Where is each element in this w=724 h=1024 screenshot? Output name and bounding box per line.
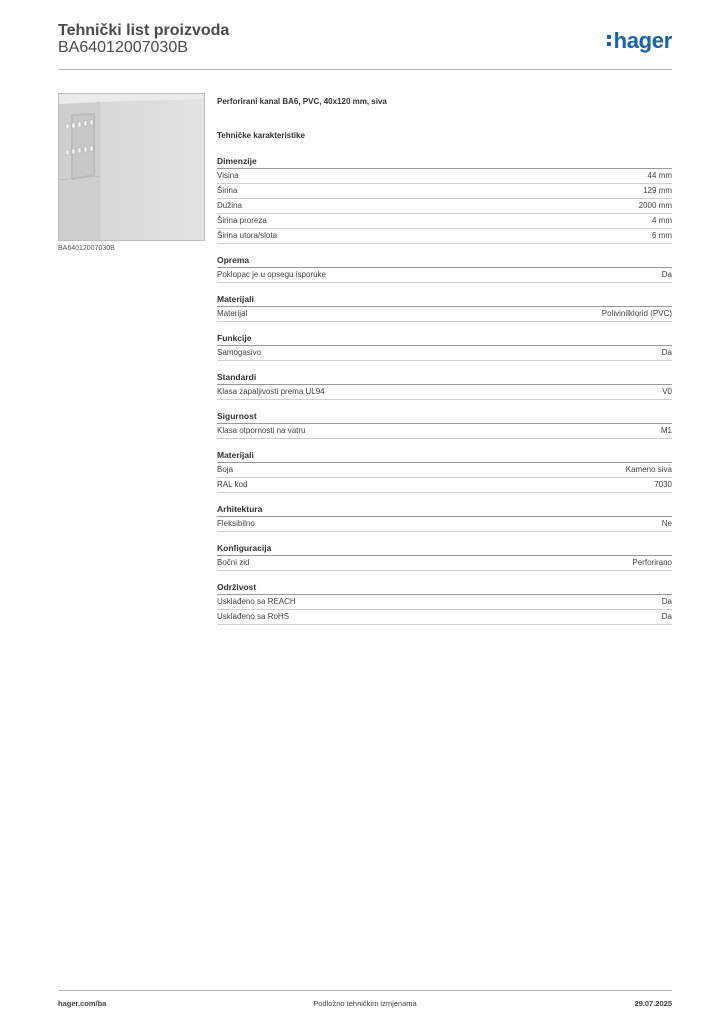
spec-label: Fleksibilno [217,519,255,528]
spec-row: Klasa zapaljivosti prema UL94 V0 [217,385,672,400]
spec-label: Materijal [217,309,248,318]
spec-label: Klasa otpornosti na vatru [217,426,306,435]
cable-duct-illustration [59,94,204,240]
spec-value: Kameno siva [625,465,672,474]
spec-row: RAL kod 7030 [217,478,672,493]
spec-row: Samogasivo Da [217,346,672,361]
section-heading: Dimenzije [217,155,672,169]
spec-label: Širina utora/slota [217,231,278,240]
document-title: Tehnički list proizvoda [58,22,230,39]
section-heading: Funkcije [217,332,672,346]
spec-heading: Tehničke karakteristike [217,131,305,140]
spec-label: Poklopac je u opsegu isporuke [217,270,326,279]
spec-row: Širina proreza 4 mm [217,214,672,229]
spec-row: Klasa otpornosti na vatru M1 [217,424,672,439]
spec-value: 44 mm [647,171,672,180]
spec-label: Širina proreza [217,216,267,225]
spec-value: Perforirano [632,558,672,567]
product-image [58,93,205,241]
spec-value: 129 mm [643,186,672,195]
section-heading: Oprema [217,254,672,268]
spec-label: Boja [217,465,234,474]
section-heading: Konfiguracija [217,542,672,556]
section-heading: Standardi [217,371,672,385]
spec-row: Usklađeno sa REACH Da [217,595,672,610]
section-heading: Materijali [217,449,672,463]
spec-value: 2000 mm [638,201,672,210]
section-heading: Održivost [217,581,672,595]
spec-label: Bočni zid [217,558,250,567]
spec-value: Da [661,612,672,621]
logo-colon-icon [606,34,612,48]
page-header: Tehnički list proizvoda BA64012007030B h… [58,22,672,70]
spec-label: Usklađeno sa RoHS [217,612,290,621]
spec-row: Boja Kameno siva [217,463,672,478]
hager-logo: hager [606,28,673,54]
image-caption: BA64012007030B [58,245,115,252]
footer-notice: Podložno tehničkim izmjenama [313,999,417,1008]
spec-row: Poklopac je u opsegu isporuke Da [217,268,672,283]
spec-value: Ne [661,519,672,528]
spec-label: Klasa zapaljivosti prema UL94 [217,387,325,396]
spec-content: Perforirani kanal BA6, PVC, 40x120 mm, s… [217,97,672,635]
spec-value: Da [661,270,672,279]
logo-text: hager [613,28,673,53]
footer-website-link[interactable]: hager.com/ba [58,999,107,1008]
spec-value: Da [661,348,672,357]
spec-label: RAL kod [217,480,248,489]
spec-value: Da [661,597,672,606]
spec-label: Samogasivo [217,348,262,357]
spec-value: Polivinilklorid (PVC) [601,309,672,318]
spec-value: V0 [662,387,672,396]
spec-label: Visina [217,171,239,180]
page-footer: hager.com/ba Podložno tehničkim izmjenam… [58,990,672,1010]
spec-row: Dužina 2000 mm [217,199,672,214]
spec-value: 6 mm [652,231,672,240]
spec-row: Materijal Polivinilklorid (PVC) [217,307,672,322]
spec-row: Visina 44 mm [217,169,672,184]
spec-row: Usklađeno sa RoHS Da [217,610,672,625]
spec-row: Širina utora/slota 6 mm [217,229,672,244]
footer-date: 29.07.2025 [634,999,672,1008]
spec-row: Fleksibilno Ne [217,517,672,532]
spec-label: Usklađeno sa REACH [217,597,296,606]
section-heading: Materijali [217,293,672,307]
spec-label: Dužina [217,201,242,210]
spec-value: M1 [660,426,672,435]
section-heading: Arhitektura [217,503,672,517]
product-name: Perforirani kanal BA6, PVC, 40x120 mm, s… [217,97,387,106]
spec-label: Širina [217,186,238,195]
spec-value: 4 mm [652,216,672,225]
spec-row: Širina 129 mm [217,184,672,199]
product-code: BA64012007030B [58,39,188,56]
spec-value: 7030 [654,480,672,489]
spec-row: Bočni zid Perforirano [217,556,672,571]
section-heading: Sigurnost [217,410,672,424]
